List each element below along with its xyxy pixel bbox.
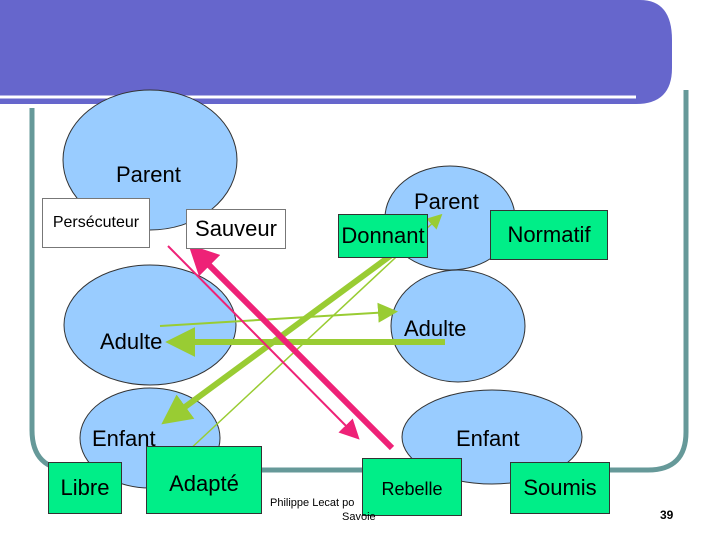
left-adult-label: Adulte [100, 329, 163, 354]
slide-frame [29, 90, 689, 473]
donnant-box: Donnant [338, 214, 428, 258]
arrow-donnant-to-left-child [161, 231, 422, 425]
libre-box: Libre [48, 462, 122, 514]
arrow-left-adult-to-right-adult [159, 302, 398, 327]
right-child-label: Enfant [456, 426, 520, 451]
normatif-box: Normatif [490, 210, 608, 260]
left-adult-ellipse [63, 264, 237, 386]
left-parent-ellipse [62, 89, 238, 231]
left-parent-label: Parent [116, 162, 181, 187]
sauveur-box: Sauveur [186, 209, 286, 249]
title-band [0, 0, 672, 104]
left-child-label: Enfant [92, 426, 156, 451]
soumis-box: Soumis [510, 462, 610, 514]
right-adult-label: Adulte [404, 316, 467, 341]
rebelle-box: Rebelle [362, 458, 462, 516]
persecuteur-box: Persécuteur [42, 198, 150, 248]
arrow-sauveur-to-right-child [167, 245, 360, 440]
right-parent-label: Parent [414, 189, 479, 214]
author-line-2: Savoie [342, 511, 376, 523]
arrow-rebelle-to-sauveur [188, 244, 395, 451]
adapte-box: Adapté [146, 446, 262, 514]
author-line-1: Philippe Lecat po [270, 497, 355, 509]
page-number: 39 [660, 508, 674, 522]
right-adult-ellipse [390, 269, 526, 383]
